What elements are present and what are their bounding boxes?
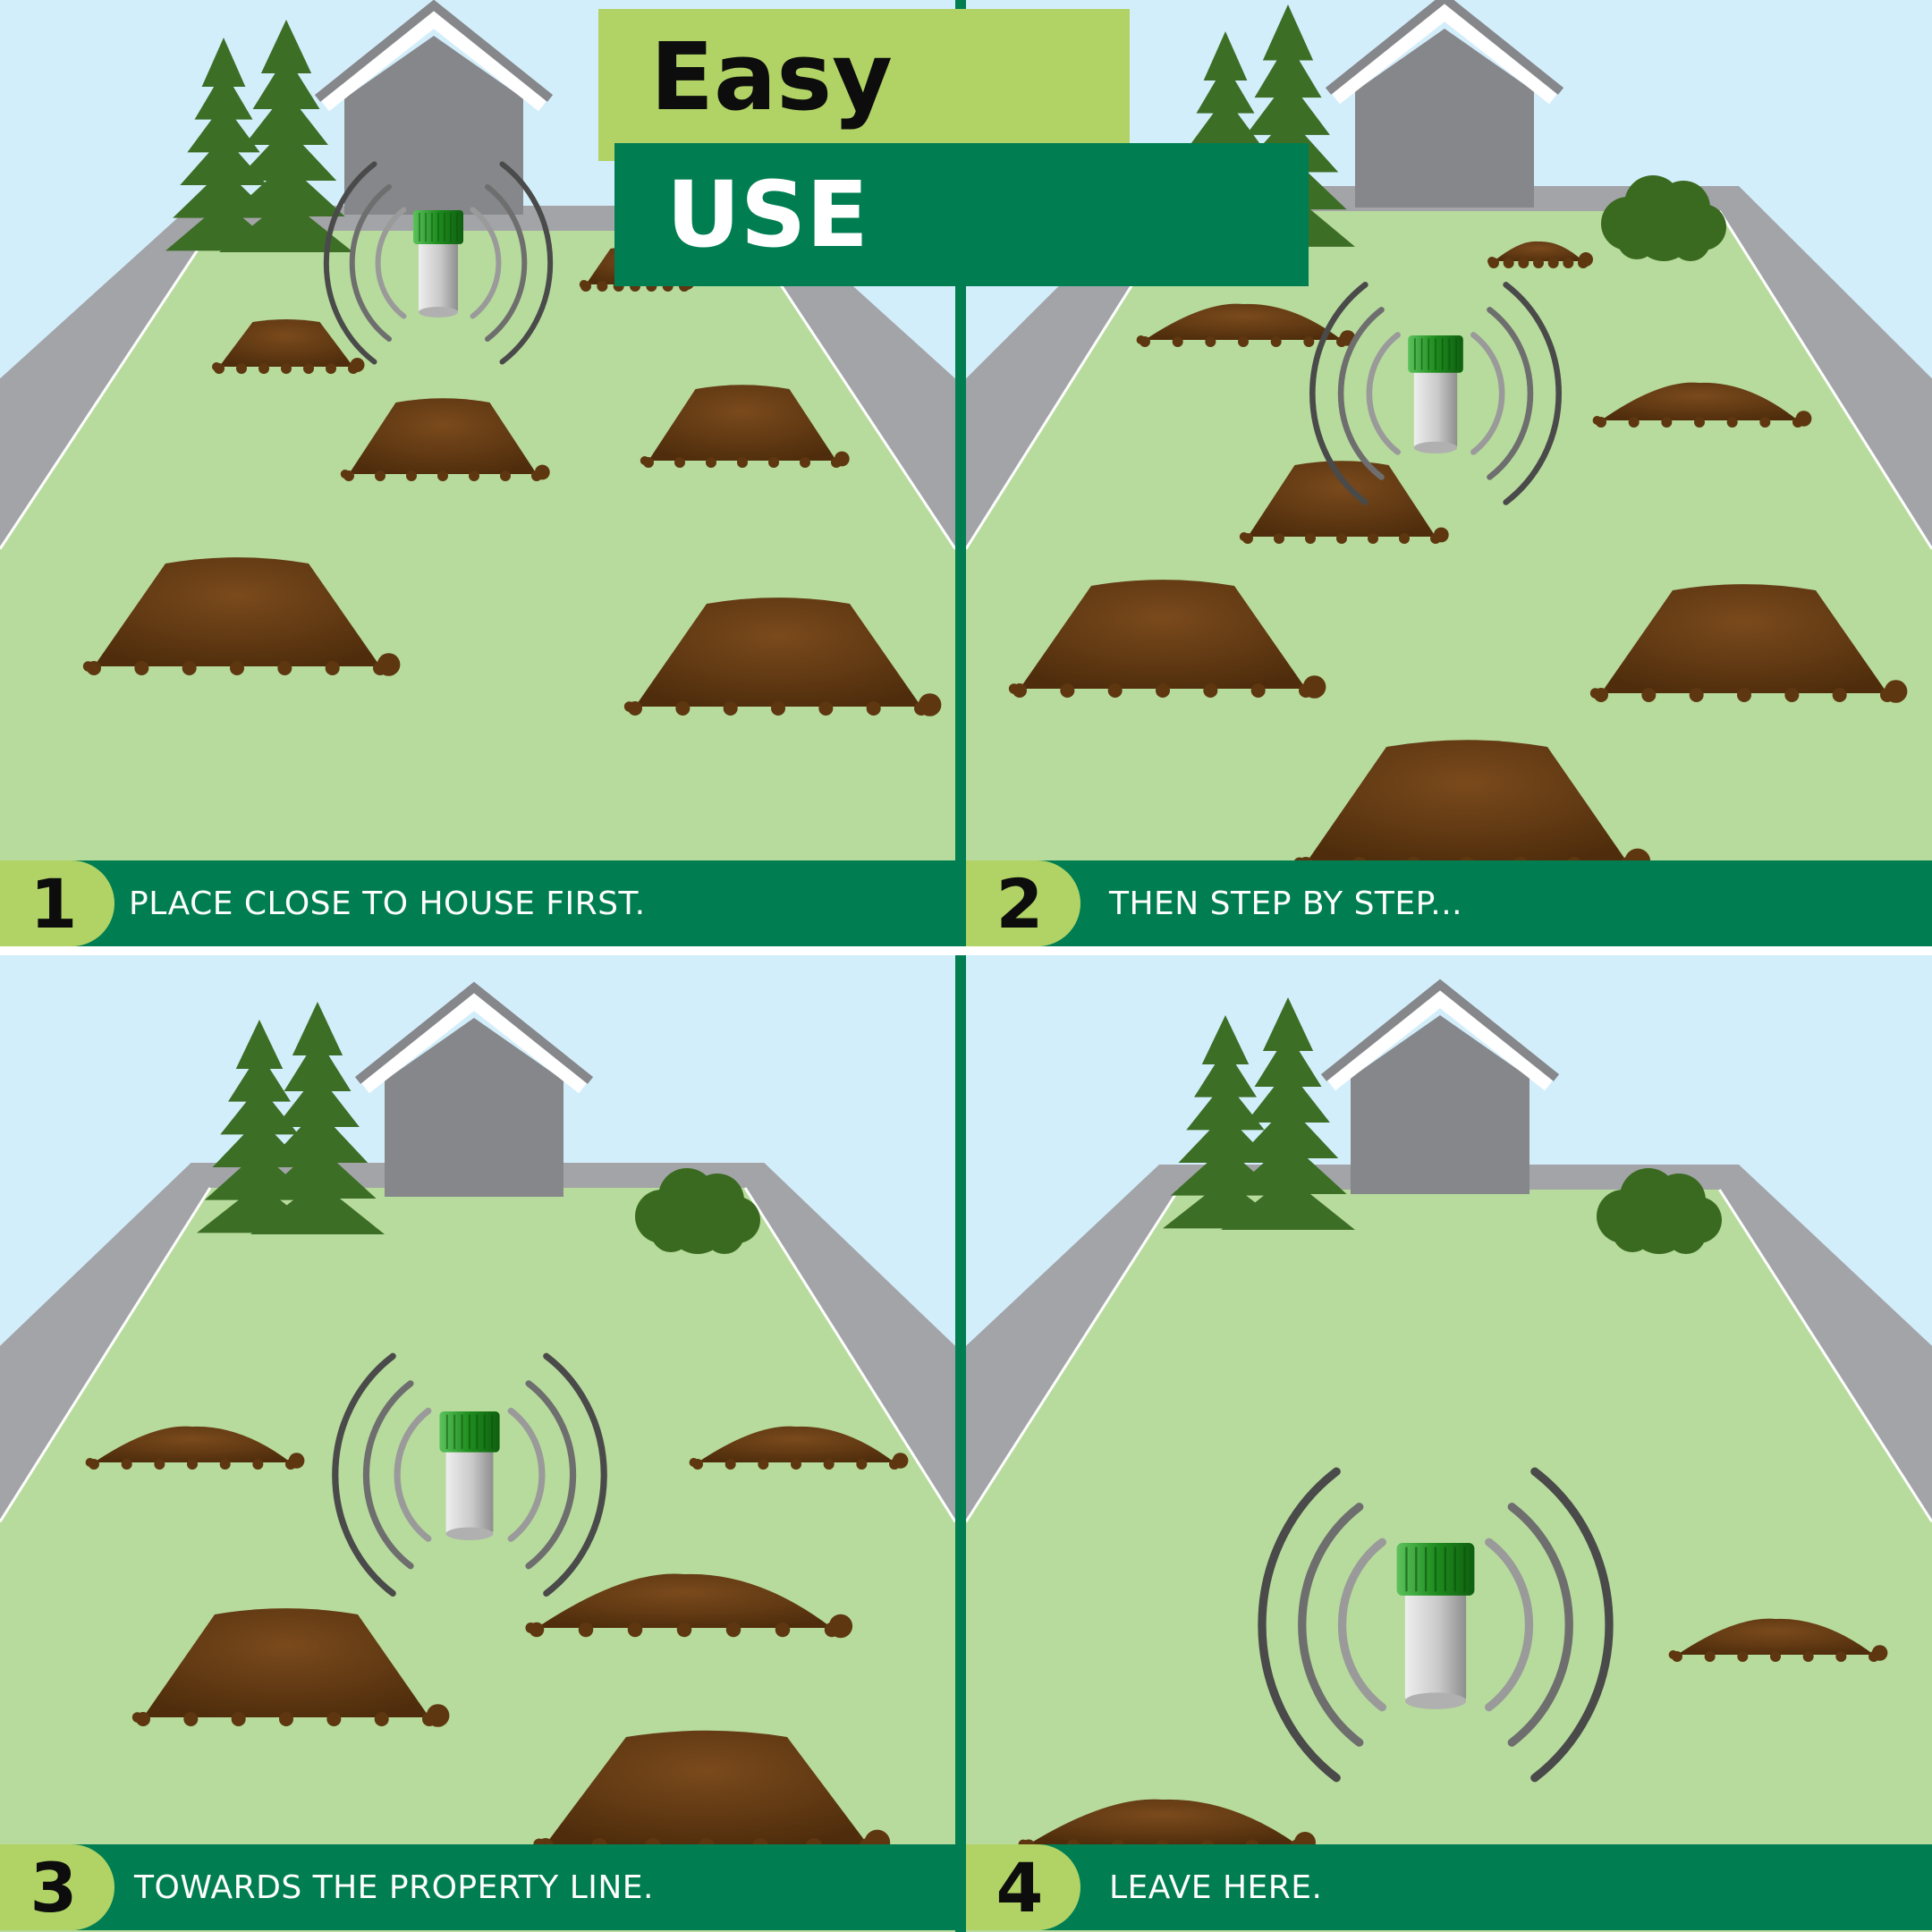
molehill-icon	[640, 385, 850, 468]
bush-icon	[1597, 1168, 1722, 1254]
step-1-number: 1	[0, 860, 114, 946]
step-2-caption: 2 THEN STEP BY STEP...	[966, 860, 1932, 946]
sound-wave-icon	[1309, 282, 1562, 505]
title-use: USE	[614, 143, 1309, 286]
panel-step-2	[966, 0, 1932, 946]
molehill-icon	[1592, 382, 1812, 428]
pine-tree-icon	[1221, 997, 1355, 1230]
sound-wave-icon	[1258, 1467, 1614, 1783]
molehill-icon	[340, 398, 550, 481]
divider-horizontal	[0, 946, 1932, 955]
divider-vertical	[955, 0, 966, 1932]
mole-repeller-device-icon	[332, 1352, 607, 1597]
molehill-icon	[525, 1573, 853, 1639]
bush-icon	[1601, 175, 1726, 261]
molehill-icon	[82, 557, 401, 676]
step-4-number: 4	[966, 1844, 1080, 1930]
molehill-icon	[85, 1426, 305, 1470]
mole-repeller-device-icon	[1258, 1467, 1614, 1783]
title-easy: Easy	[598, 9, 1130, 161]
molehill-icon	[1668, 1618, 1888, 1662]
pine-tree-icon	[250, 1002, 385, 1234]
molehill-icon	[131, 1608, 450, 1727]
mole-repeller-device-icon	[1309, 282, 1562, 505]
step-3-caption: 3 TOWARDS THE PROPERTY LINE.	[0, 1844, 955, 1930]
step-2-number: 2	[966, 860, 1080, 946]
molehill-icon	[1487, 241, 1593, 268]
molehill-icon	[1589, 584, 1908, 703]
panel-step-3	[0, 955, 955, 1932]
lawn	[0, 231, 955, 946]
molehill-icon	[212, 319, 365, 374]
molehill-icon	[689, 1426, 909, 1470]
mole-repeller-device-icon	[323, 161, 554, 365]
sound-wave-icon	[323, 161, 554, 365]
molehill-icon	[1239, 461, 1449, 544]
step-1-caption: 1 PLACE CLOSE TO HOUSE FIRST.	[0, 860, 955, 946]
house-icon	[1320, 979, 1560, 1194]
house-icon	[1325, 0, 1564, 208]
house-icon	[354, 981, 594, 1197]
sound-wave-icon	[332, 1352, 607, 1597]
step-2-text: THEN STEP BY STEP...	[1109, 885, 1463, 922]
molehill-icon	[623, 597, 942, 716]
pine-tree-icon	[219, 20, 353, 252]
pine-tree-icon	[1163, 1015, 1288, 1229]
molehill-icon	[1136, 303, 1356, 347]
step-4-caption: 4 LEAVE HERE.	[966, 1844, 1932, 1930]
panel-step-4	[966, 955, 1932, 1932]
step-3-text: TOWARDS THE PROPERTY LINE.	[134, 1868, 654, 1906]
molehill-icon	[1008, 580, 1326, 699]
step-3-number: 3	[0, 1844, 114, 1930]
step-4-text: LEAVE HERE.	[1109, 1868, 1323, 1906]
step-1-text: PLACE CLOSE TO HOUSE FIRST.	[129, 885, 646, 922]
bush-icon	[635, 1168, 760, 1254]
